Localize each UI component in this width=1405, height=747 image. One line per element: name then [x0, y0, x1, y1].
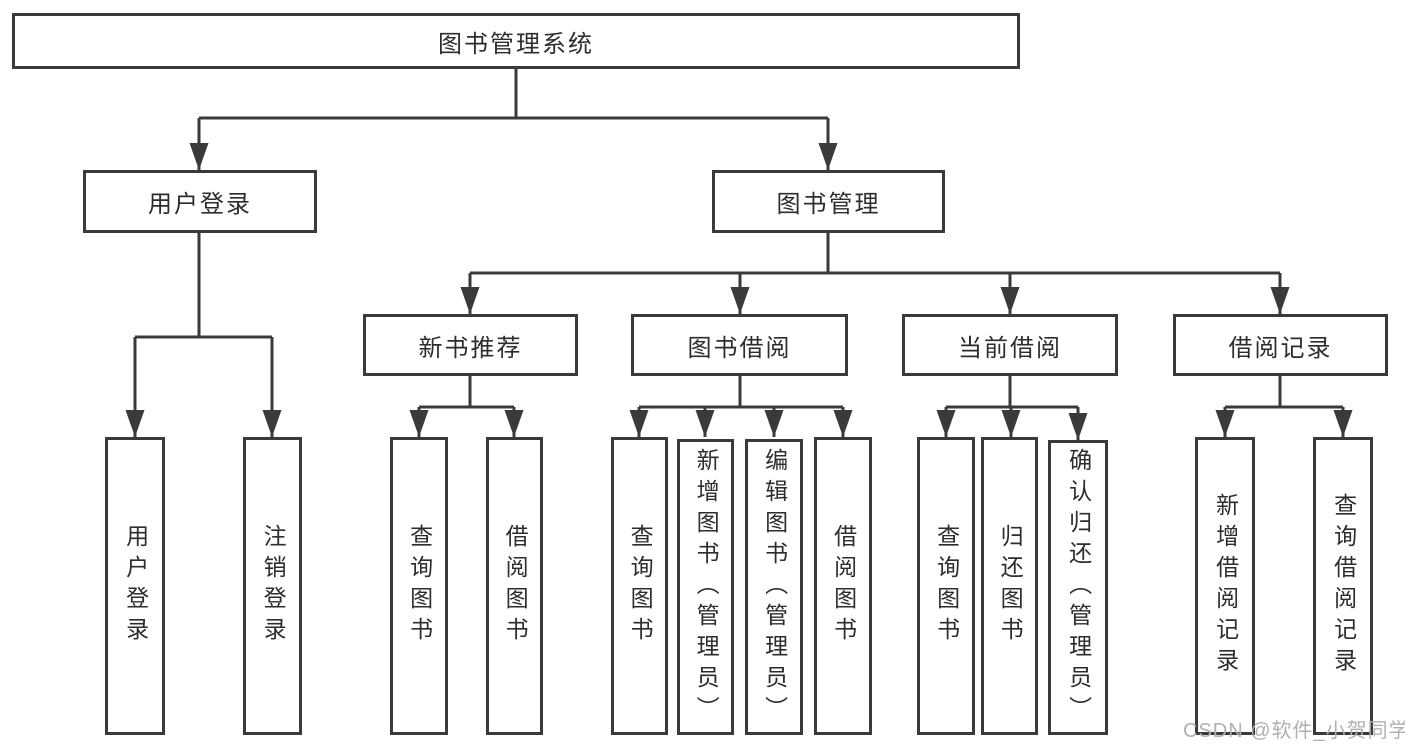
- node-confirm-return-admin: 确认归还（管理员）: [1048, 440, 1108, 735]
- node-label: 编辑图书（管理员）: [761, 447, 788, 727]
- node-newbook-borrow-books: 借阅图书: [486, 437, 543, 735]
- node-label: 新增图书（管理员）: [693, 447, 720, 727]
- node-borrow-books: 借阅图书: [814, 437, 872, 735]
- node-new-book-recommend: 新书推荐: [363, 314, 578, 376]
- node-current-borrowing: 当前借阅: [902, 314, 1118, 376]
- node-borrowing-query-books: 查询图书: [611, 437, 668, 735]
- node-user-login-branch: 用户登录: [83, 170, 317, 233]
- node-label: 查询图书: [627, 524, 654, 648]
- node-label: 图书借阅: [687, 334, 792, 362]
- node-root-system: 图书管理系统: [12, 13, 1020, 69]
- watermark: CSDN @软件_小贺同学: [1183, 720, 1405, 742]
- node-newbook-query-books: 查询图书: [390, 437, 448, 735]
- node-label: 用户登录: [148, 191, 252, 218]
- node-label: 借阅图书: [502, 524, 529, 648]
- node-label: 借阅记录: [1228, 334, 1333, 362]
- node-label: 归还图书: [997, 524, 1024, 648]
- node-query-borrow-record: 查询借阅记录: [1313, 437, 1373, 735]
- node-book-borrowing: 图书借阅: [631, 314, 848, 376]
- node-label: 图书管理: [776, 191, 881, 218]
- node-add-books-admin: 新增图书（管理员）: [677, 439, 734, 735]
- node-book-management-branch: 图书管理: [712, 170, 945, 233]
- node-label: 用户登录: [122, 524, 149, 648]
- node-user-login-action: 用户登录: [105, 437, 165, 735]
- node-edit-books-admin: 编辑图书（管理员）: [745, 439, 803, 735]
- node-label: 注销登录: [260, 524, 287, 648]
- node-label: 查询借阅记录: [1330, 493, 1357, 679]
- node-label: 确认归还（管理员）: [1065, 448, 1092, 727]
- node-label: 查询图书: [933, 524, 960, 648]
- node-return-books: 归还图书: [981, 437, 1038, 735]
- node-current-query-books: 查询图书: [917, 437, 975, 735]
- node-borrowing-records: 借阅记录: [1173, 314, 1388, 376]
- node-label: 当前借阅: [958, 334, 1062, 362]
- node-label: 借阅图书: [830, 524, 857, 648]
- node-logout-action: 注销登录: [243, 437, 302, 735]
- node-label: 查询图书: [406, 524, 433, 648]
- node-label: 新书推荐: [418, 334, 523, 362]
- node-add-borrow-record: 新增借阅记录: [1195, 437, 1255, 735]
- node-root-label: 图书管理系统: [438, 30, 594, 58]
- node-label: 新增借阅记录: [1212, 493, 1239, 679]
